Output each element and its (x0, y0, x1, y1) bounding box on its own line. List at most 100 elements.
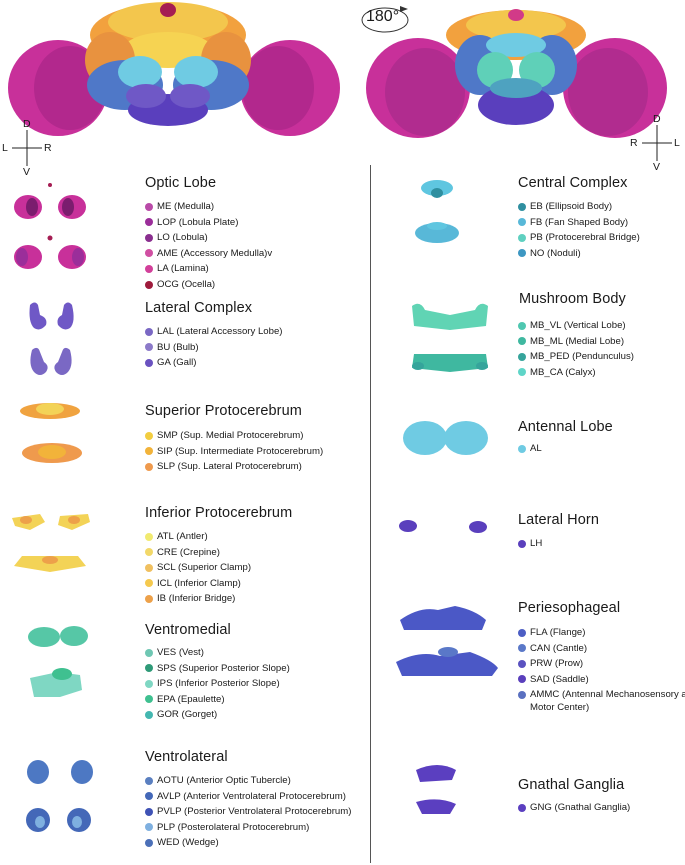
legend-item: PB (Protocerebral Bridge) (518, 230, 640, 246)
front-axis-l: L (2, 142, 8, 154)
legend-label: SPS (Superior Posterior Slope) (157, 662, 290, 674)
legend-item: AMMC (Antennal Mechanosensory and Motor … (518, 687, 685, 714)
back-axes-cross (642, 125, 672, 161)
legend-item: LH (518, 536, 542, 552)
front-axis-v: V (23, 166, 31, 178)
color-dot (145, 695, 153, 704)
legend-item: ICL (Inferior Clamp) (145, 576, 251, 592)
legend-item: WED (Wedge) (145, 835, 351, 851)
legend-item: MB_VL (Vertical Lobe) (518, 318, 634, 334)
legend-label: MB_ML (Medial Lobe) (530, 335, 625, 347)
color-dot (145, 563, 153, 572)
optic-lobe-render (14, 183, 86, 269)
legend-item: ATL (Antler) (145, 529, 251, 545)
color-dot (145, 710, 153, 719)
color-dot (145, 823, 153, 832)
legend-label: GNG (Gnathal Ganglia) (530, 802, 631, 813)
legend-item: AL (518, 441, 542, 457)
legend-label: ATL (Antler) (157, 531, 208, 542)
color-dot (518, 321, 526, 330)
superior-protocerebrum-render (20, 403, 82, 463)
back-axis-v: V (653, 161, 661, 173)
legend-label: LH (530, 538, 543, 549)
legend-label: PVLP (Posterior Ventrolateral Protocereb… (157, 806, 352, 818)
legend-label: AOTU (Anterior Optic Tubercle) (157, 775, 291, 786)
brain-front-view (8, 2, 340, 136)
column-divider (370, 165, 371, 863)
mushroom-body-legend: MB_VL (Vertical Lobe) MB_ML (Medial Lobe… (518, 318, 634, 380)
color-dot (145, 233, 153, 242)
legend-label: EPA (Epaulette) (157, 693, 225, 705)
legend-label: SIP (Sup. Intermediate Protocerebrum) (157, 445, 324, 457)
legend-item: SMP (Sup. Medial Protocerebrum) (145, 428, 323, 444)
legend-label: WED (Wedge) (157, 837, 219, 849)
legend-label: SCL (Superior Clamp) (157, 562, 252, 574)
legend-item: SLP (Sup. Lateral Protocerebrum) (145, 459, 323, 475)
color-dot (145, 792, 153, 801)
front-axis-d: D (23, 118, 31, 130)
legend-label: OCG (Ocella) (157, 278, 216, 290)
legend-item: FLA (Flange) (518, 625, 685, 641)
color-dot (518, 690, 526, 699)
legend-item: IPS (Inferior Posterior Slope) (145, 676, 290, 692)
legend-label: LO (Lobula) (157, 232, 208, 244)
legend-label: ME (Medulla) (157, 201, 215, 212)
legend-item: LAL (Lateral Accessory Lobe) (145, 324, 283, 340)
legend-label: PLP (Posterolateral Protocerebrum) (157, 821, 310, 833)
legend-label: BU (Bulb) (157, 341, 199, 353)
color-dot (518, 368, 526, 377)
ventromedial-render (28, 626, 88, 697)
color-dot (518, 444, 526, 453)
legend-label: AVLP (Anterior Ventrolateral Protocerebr… (157, 790, 346, 802)
gnathal-ganglia-title: Gnathal Ganglia (518, 777, 625, 793)
mushroom-body-render (412, 303, 488, 372)
legend-item: PLP (Posterolateral Protocerebrum) (145, 820, 351, 836)
periesophageal-legend: FLA (Flange) CAN (Cantle) PRW (Prow) SAD… (518, 625, 685, 714)
legend-label: SAD (Saddle) (530, 673, 589, 685)
brain-back-view (366, 9, 667, 138)
legend-item: CRE (Crepine) (145, 545, 251, 561)
central-complex-legend: EB (Ellipsoid Body) FB (Fan Shaped Body)… (518, 199, 640, 261)
gnathal-ganglia-legend: GNG (Gnathal Ganglia) (518, 800, 630, 816)
legend-item: FB (Fan Shaped Body) (518, 215, 640, 231)
color-dot (518, 233, 526, 242)
color-dot (145, 838, 153, 847)
gnathal-ganglia-render (416, 765, 456, 814)
color-dot (145, 202, 153, 211)
legend-label: IB (Inferior Bridge) (157, 593, 236, 605)
back-axis-l: L (674, 137, 680, 149)
periesophageal-render (396, 606, 498, 676)
color-dot (145, 579, 153, 588)
optic-lobe-title: Optic Lobe (145, 175, 217, 191)
legend-label: MB_CA (Calyx) (530, 366, 596, 378)
back-axis-d: D (653, 113, 661, 125)
legend-label: ICL (Inferior Clamp) (157, 577, 241, 589)
periesophageal-title: Periesophageal (518, 600, 621, 616)
legend-label: GA (Gall) (157, 357, 197, 369)
antennal-lobe-legend: AL (518, 441, 542, 457)
color-dot (145, 431, 153, 440)
antennal-lobe-render (403, 421, 488, 455)
legend-item: AOTU (Anterior Optic Tubercle) (145, 773, 351, 789)
color-dot (145, 447, 153, 456)
legend-label: IPS (Inferior Posterior Slope) (157, 678, 280, 690)
color-dot (145, 249, 153, 258)
legend-item: GNG (Gnathal Ganglia) (518, 800, 630, 816)
legend-item: GOR (Gorget) (145, 707, 290, 723)
color-dot (518, 803, 526, 812)
legend-item: VES (Vest) (145, 645, 290, 661)
color-dot (145, 548, 153, 557)
color-dot (145, 358, 153, 367)
optic-lobe-legend: ME (Medulla) LOP (Lobula Plate) LO (Lobu… (145, 199, 272, 293)
ventrolateral-render (26, 760, 93, 832)
legend-item: AVLP (Anterior Ventrolateral Protocerebr… (145, 789, 351, 805)
legend-item: SIP (Sup. Intermediate Protocerebrum) (145, 444, 323, 460)
color-dot (518, 218, 526, 227)
ventrolateral-legend: AOTU (Anterior Optic Tubercle) AVLP (Ant… (145, 773, 351, 851)
legend-item: PVLP (Posterior Ventrolateral Protocereb… (145, 804, 351, 820)
front-axis-r: R (44, 142, 52, 154)
legend-label: PRW (Prow) (530, 658, 584, 670)
inferior-protocerebrum-render (12, 514, 90, 572)
color-dot (145, 679, 153, 688)
